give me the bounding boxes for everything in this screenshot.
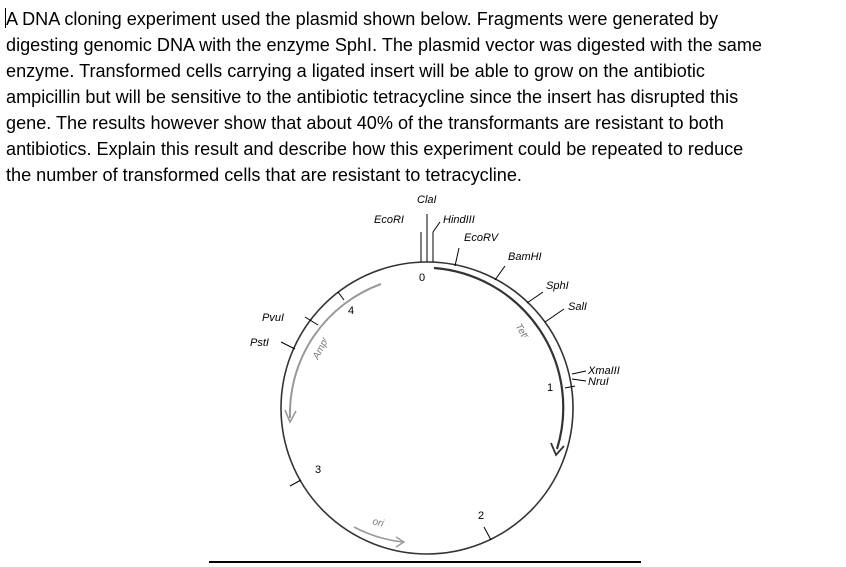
question-text: A DNA cloning experiment used the plasmi…	[6, 6, 842, 188]
tick-1	[564, 385, 576, 389]
pvui-label: PvuI	[262, 312, 284, 324]
tet-gene-label: Tetʳ	[512, 322, 530, 342]
xmaiii-label: XmaIII	[587, 365, 620, 377]
psti-label: PstI	[250, 337, 269, 349]
question-line: enzyme. Transformed cells carrying a lig…	[6, 61, 705, 81]
sphi-label: SphI	[546, 280, 569, 292]
ori-arrow	[353, 526, 403, 543]
psti-site-line	[280, 341, 296, 350]
ecorv-site-line	[454, 247, 460, 267]
bamhi-label: BamHI	[508, 251, 542, 263]
xmaiii-site-line	[571, 370, 587, 375]
hindiii-leader	[432, 221, 441, 233]
tick-4	[337, 291, 345, 301]
question-line: the number of transformed cells that are…	[6, 165, 522, 185]
question-line: digesting genomic DNA with the enzyme Sp…	[6, 35, 762, 55]
pvui-site-line	[304, 316, 319, 326]
tet-gene-arrow	[433, 266, 565, 450]
hindiii-label: HindIII	[443, 214, 475, 226]
plasmid-circle	[280, 261, 574, 555]
answer-line	[209, 561, 641, 563]
ori-label: ori	[371, 516, 385, 530]
tick-2-label: 2	[478, 510, 484, 522]
amp-gene-label: Ampʳ	[310, 335, 331, 362]
text-cursor	[5, 8, 6, 28]
question-line: gene. The results however show that abou…	[6, 113, 724, 133]
ecorv-label: EcoRV	[464, 232, 500, 244]
nrui-site-line	[571, 378, 587, 382]
nrui-label: NruI	[588, 376, 609, 388]
tet-arrowhead	[550, 442, 565, 457]
sali-site-line	[544, 308, 565, 323]
question-line: antibiotics. Explain this result and des…	[6, 139, 744, 159]
bamhi-site-line	[494, 265, 506, 281]
clai-label: ClaI	[417, 194, 437, 206]
tick-3-label: 3	[315, 464, 321, 476]
sali-label: SalI	[568, 301, 587, 313]
question-line: A DNA cloning experiment used the plasmi…	[6, 9, 719, 29]
tick-1-label: 1	[547, 382, 553, 394]
ori-arrowhead	[395, 536, 406, 548]
amp-arrowhead	[284, 409, 297, 424]
amp-gene-arrow	[288, 283, 382, 419]
tick-3	[289, 479, 302, 487]
question-line: ampicillin but will be sensitive to the …	[6, 87, 739, 107]
tick-2	[483, 526, 492, 541]
ecori-label: EcoRI	[374, 214, 404, 226]
tick-0-label: 0	[419, 272, 425, 284]
tick-4-label: 4	[348, 305, 354, 317]
sphi-site-line	[526, 291, 544, 304]
